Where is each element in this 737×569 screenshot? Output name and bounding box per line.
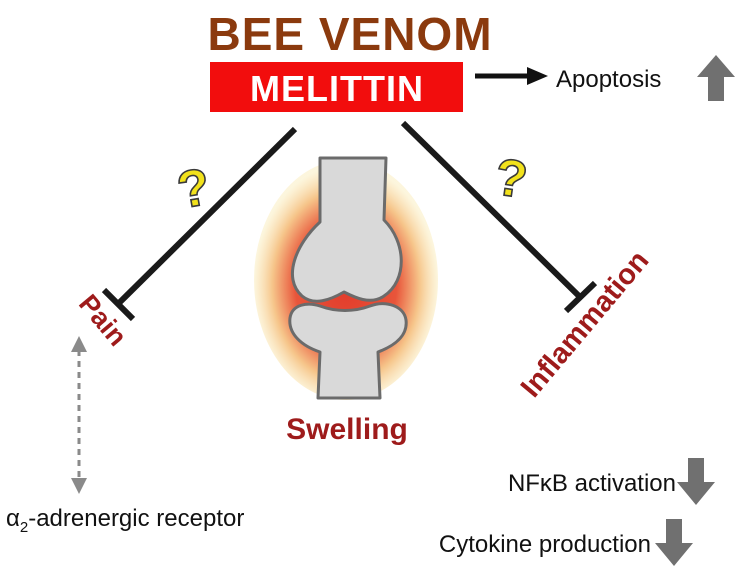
diagram-title: BEE VENOM	[207, 8, 492, 60]
inhibition-line-inflammation	[400, 120, 598, 314]
up-arrow-icon	[697, 55, 735, 101]
receptor-alpha: α	[6, 505, 20, 532]
apoptosis-arrow	[475, 67, 548, 85]
melittin-box	[210, 62, 463, 112]
receptor-label: α2-adrenergic receptor	[6, 505, 244, 536]
inflammation-label: Inflammation	[515, 245, 656, 404]
down-arrow-icon	[655, 519, 693, 566]
inhibition-line-pain	[101, 126, 298, 322]
question-mark-icon: ?	[173, 158, 214, 221]
nfkb-label: NFκB activation	[508, 470, 676, 497]
receptor-subscript: 2	[20, 519, 28, 536]
down-arrow-icon	[677, 458, 715, 505]
swelling-label: Swelling	[286, 413, 408, 446]
knee-joint-icon	[254, 156, 438, 400]
apoptosis-label: Apoptosis	[556, 66, 661, 93]
cytokine-label: Cytokine production	[439, 531, 651, 558]
question-mark-icon: ?	[491, 148, 531, 210]
melittin-label: MELITTIN	[250, 68, 424, 109]
receptor-rest: -adrenergic receptor	[28, 505, 244, 532]
dashed-double-arrow	[71, 336, 87, 494]
